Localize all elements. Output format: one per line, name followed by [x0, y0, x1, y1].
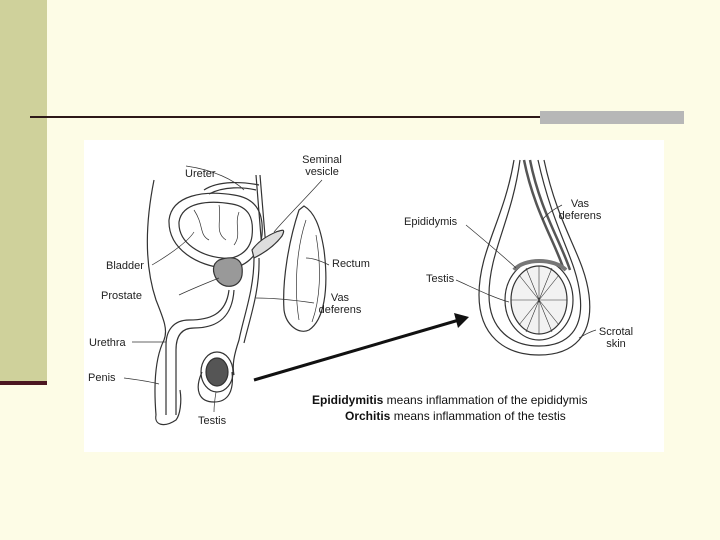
testis-cross-section: [455, 159, 597, 356]
vas-deferens-left-line: [232, 257, 255, 376]
label-prostate: Prostate: [101, 290, 142, 302]
sidebar-base-line: [0, 381, 47, 385]
caption-epididymitis: Epididymitis means inflammation of the e…: [312, 393, 588, 407]
scrotal-outline: [478, 159, 591, 356]
label-epididymis: Epididymis: [404, 216, 458, 228]
penis-outline: [155, 389, 182, 426]
body-outline: [146, 179, 167, 416]
label-testis-left: Testis: [198, 415, 227, 427]
caption-orchitis: Orchitis means inflammation of the testi…: [345, 409, 566, 423]
bladder-inner: [178, 201, 254, 259]
seminal-vesicle-shape: [251, 229, 285, 259]
rectum-shape: [283, 205, 327, 332]
title-divider-accent: [540, 111, 684, 124]
testis-left-shape: [200, 351, 234, 393]
title-divider: [30, 116, 542, 118]
label-scrotal-skin: Scrotal skin: [598, 326, 634, 350]
pointer-arrow: [253, 313, 469, 382]
bladder-outer: [168, 192, 263, 269]
label-bladder: Bladder: [106, 260, 144, 272]
anatomy-drawing: [123, 159, 597, 426]
prostate-shape: [212, 257, 243, 287]
urethra-line: [165, 289, 230, 415]
anatomy-figure: Ureter Seminal vesicle Bladder Rectum Pr…: [84, 140, 664, 452]
label-rectum: Rectum: [332, 258, 370, 270]
label-seminal-vesicle: Seminal vesicle: [302, 154, 342, 178]
sidebar-bar: [0, 0, 47, 385]
label-vas-deferens-right: Vas deferens: [558, 198, 602, 222]
vas-deferens-right-line: [522, 159, 572, 271]
label-ureter: Ureter: [185, 168, 216, 180]
label-testis-right: Testis: [426, 273, 455, 285]
label-vas-deferens-left: Vas deferens: [318, 292, 362, 316]
label-urethra: Urethra: [89, 337, 126, 349]
label-penis: Penis: [88, 372, 116, 384]
ureter-line: [203, 182, 260, 195]
